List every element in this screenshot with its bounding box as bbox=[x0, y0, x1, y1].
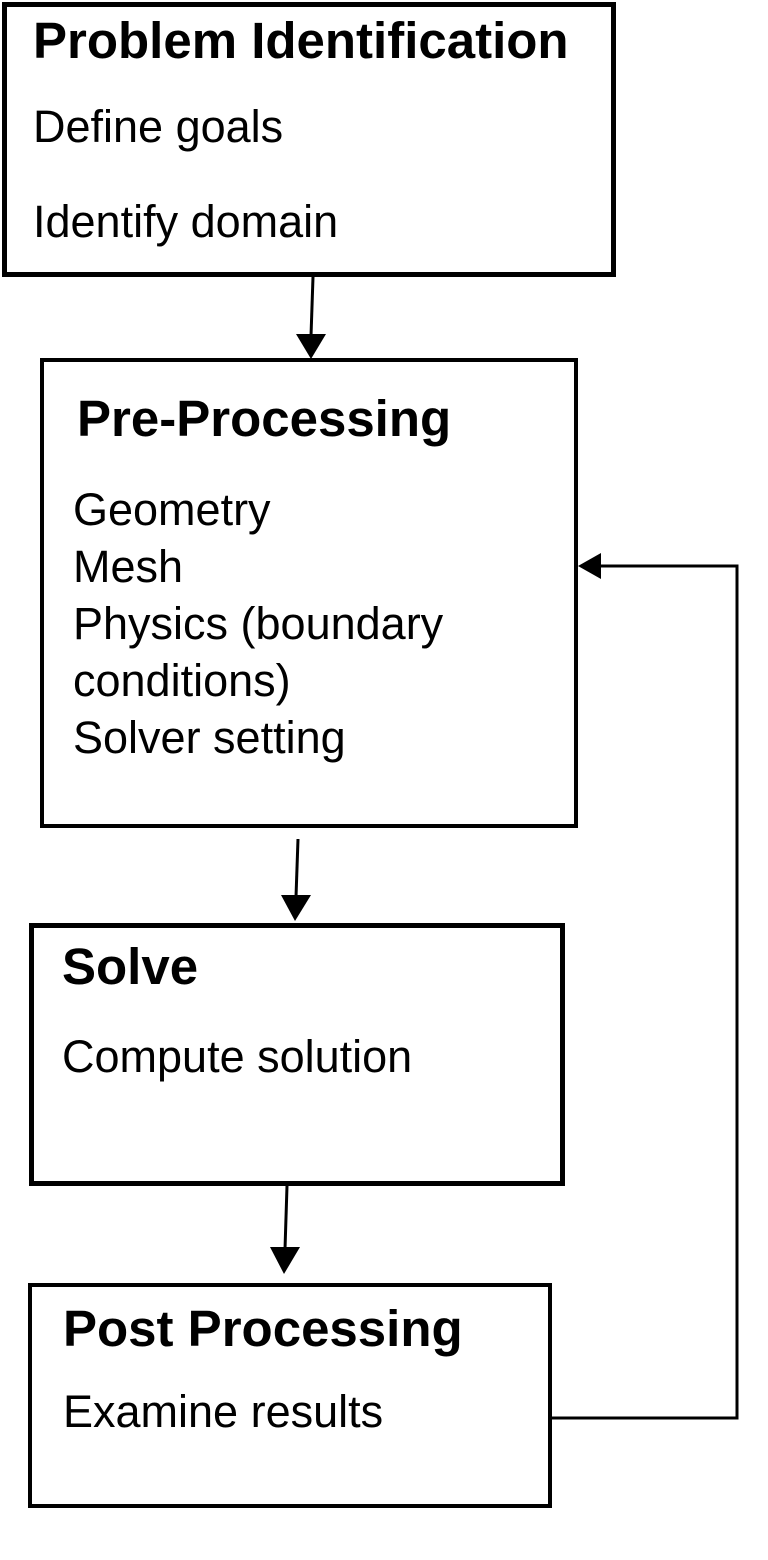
box-item-list: Geometry Mesh Physics (boundary conditio… bbox=[73, 481, 545, 766]
connector-preprocessing-to-solve bbox=[281, 838, 311, 921]
box-title: Solve bbox=[62, 938, 199, 995]
arrowhead-down-icon bbox=[296, 334, 326, 359]
arrowhead-down-icon bbox=[270, 1247, 300, 1274]
box-solve: Solve Compute solution bbox=[29, 923, 565, 1186]
box-title: Pre-Processing bbox=[77, 390, 452, 447]
box-pre-processing: Pre-Processing Geometry Mesh Physics (bo… bbox=[40, 358, 578, 828]
box-item: Solver setting bbox=[73, 712, 346, 763]
connector-line bbox=[309, 276, 315, 337]
box-item: Examine results bbox=[63, 1386, 384, 1437]
box-item: Physics (boundary conditions) bbox=[73, 598, 444, 706]
arrowhead-down-icon bbox=[281, 895, 311, 921]
connector-feedback-postprocessing-to-preprocessing bbox=[551, 553, 739, 1420]
box-problem-identification: Problem Identification Define goals Iden… bbox=[2, 2, 616, 277]
box-item: Identify domain bbox=[33, 196, 339, 247]
connector-line bbox=[283, 1185, 289, 1250]
connector-solve-to-postprocessing bbox=[270, 1185, 300, 1274]
box-item: Mesh bbox=[73, 541, 184, 592]
connector-line bbox=[551, 564, 739, 1420]
connector-problem-to-preprocessing bbox=[296, 276, 326, 359]
arrowhead-left-icon bbox=[578, 553, 601, 579]
box-item: Define goals bbox=[33, 101, 284, 152]
box-item: Compute solution bbox=[62, 1031, 413, 1082]
box-title: Post Processing bbox=[63, 1300, 463, 1357]
box-post-processing: Post Processing Examine results bbox=[28, 1283, 552, 1508]
box-item: Geometry bbox=[73, 484, 271, 535]
box-title: Problem Identification bbox=[33, 12, 569, 69]
connector-line bbox=[294, 838, 300, 898]
